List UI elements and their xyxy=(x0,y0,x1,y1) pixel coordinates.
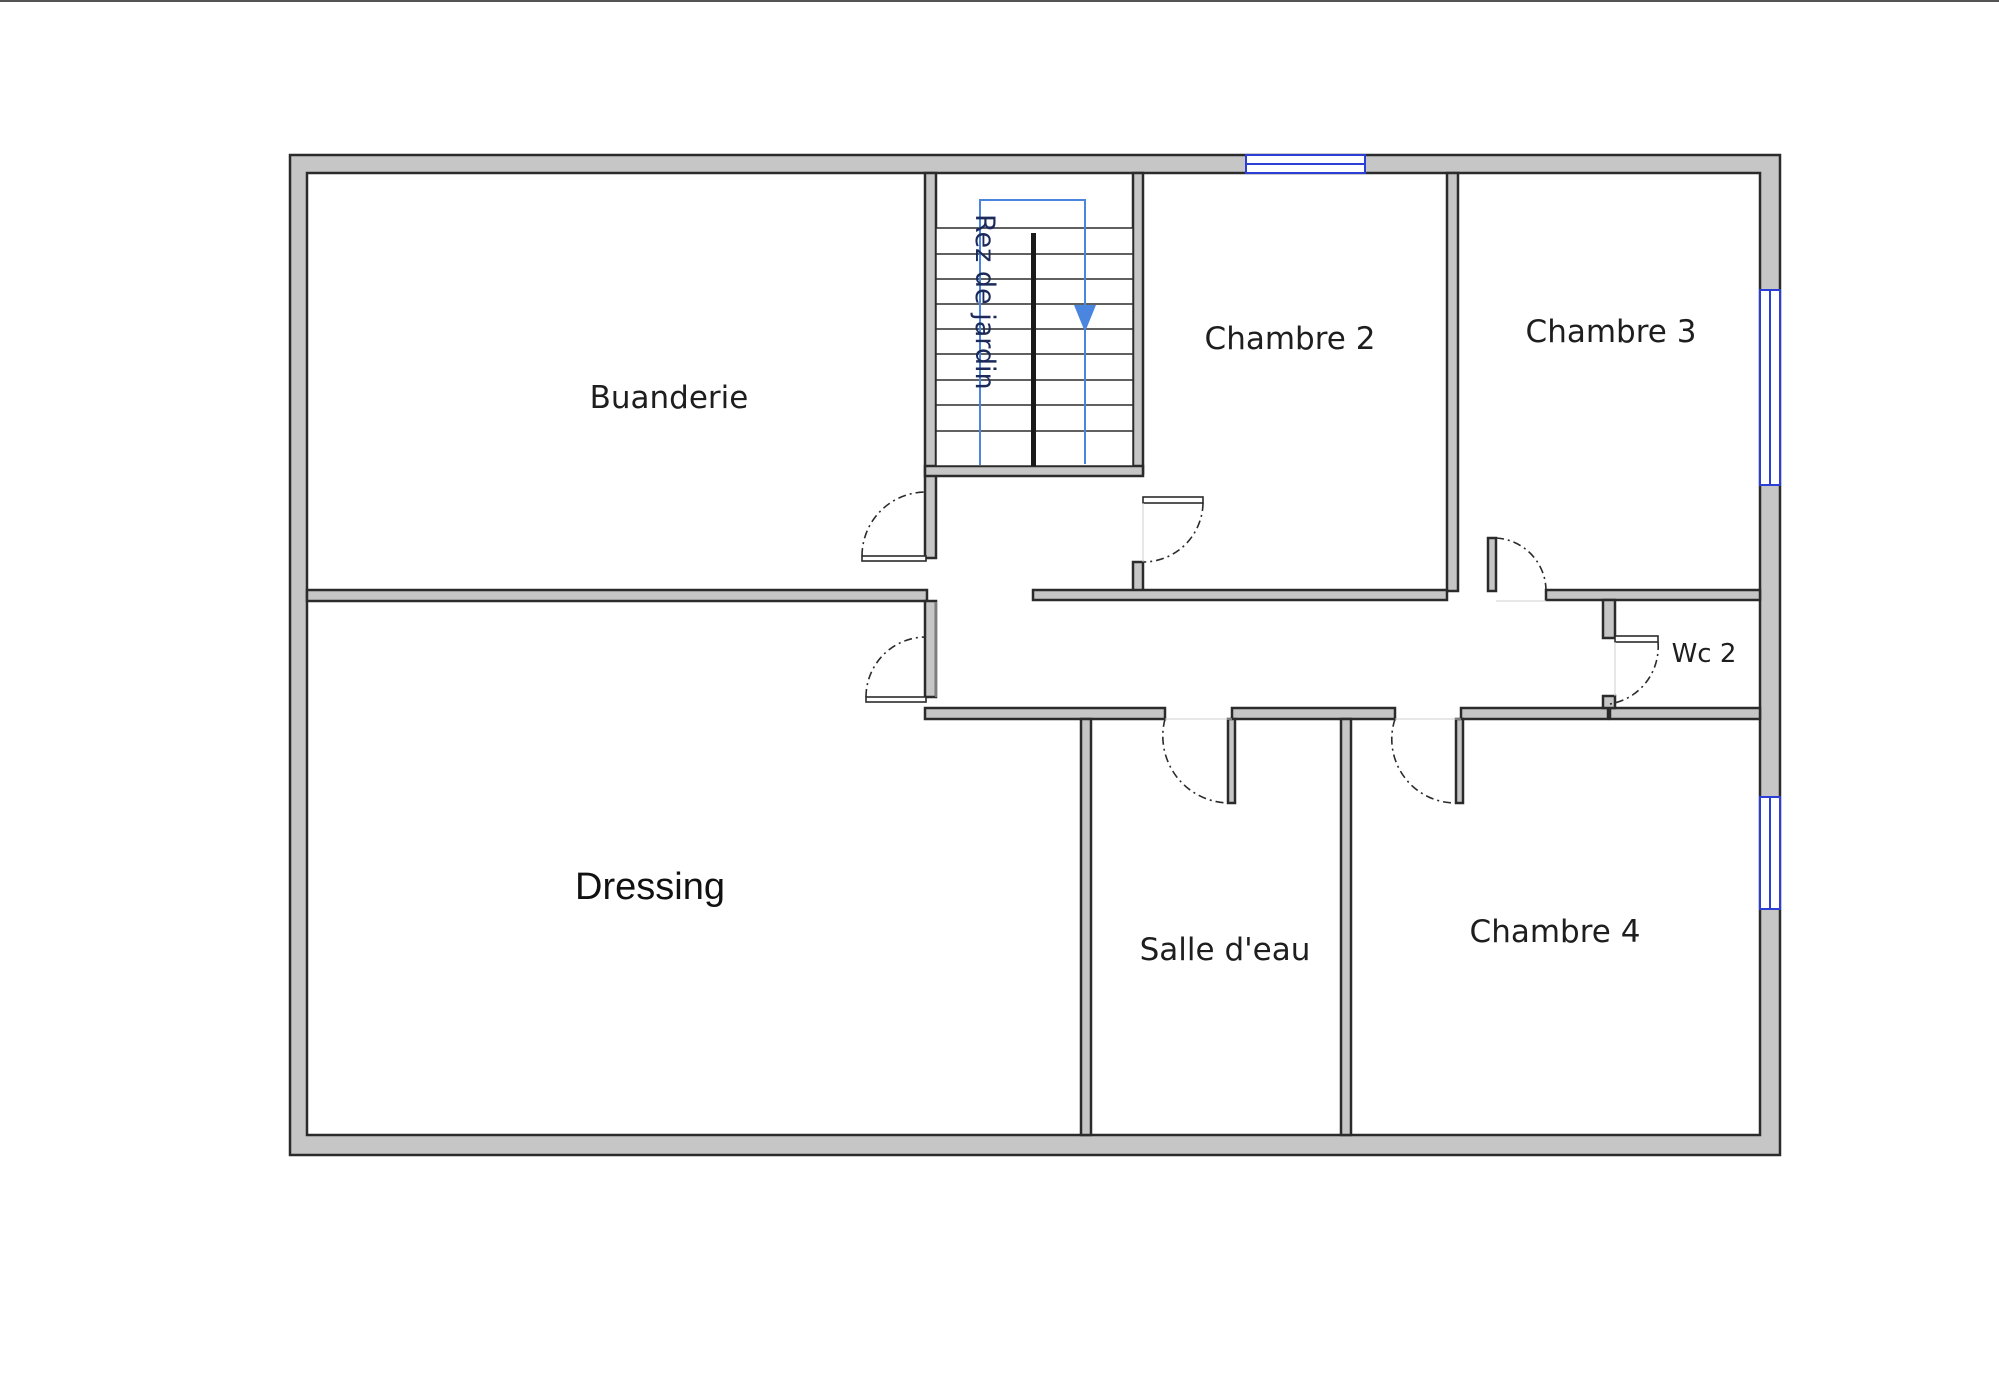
door-wc2 xyxy=(1614,635,1659,643)
door-buanderie xyxy=(861,555,927,562)
room-label-chambre-3: Chambre 3 xyxy=(1526,314,1697,350)
windows xyxy=(1245,154,1781,910)
room-label-dressing: Dressing xyxy=(575,866,725,908)
wall-chambre4-door-stub xyxy=(1454,717,1465,805)
room-labels: Buanderie Chambre 2 Chambre 3 Wc 2 Dress… xyxy=(575,314,1736,968)
door-salle-swing xyxy=(1162,718,1231,804)
room-label-wc-2: Wc 2 xyxy=(1672,639,1737,669)
interior-walls xyxy=(305,171,1762,1137)
door-dressing xyxy=(865,696,927,703)
wall-salle-chambre4 xyxy=(1339,717,1353,1137)
wall-dressing-salle xyxy=(1079,717,1093,1137)
wall-chambre2-left-lower xyxy=(1131,560,1145,593)
door-dressing-swing xyxy=(865,636,927,698)
wall-corridor-bottom-2 xyxy=(1230,706,1397,721)
room-label-buanderie: Buanderie xyxy=(590,380,749,416)
door-buanderie-swing xyxy=(861,491,927,557)
door-chambre4-swing xyxy=(1390,718,1459,804)
wall-buanderie-dressing xyxy=(305,588,929,603)
wall-chambre3-door-stub xyxy=(1486,536,1498,593)
stair-label: Rez de jardin xyxy=(969,214,1000,390)
room-label-chambre-2: Chambre 2 xyxy=(1205,321,1376,357)
door-chambre2-swing xyxy=(1142,502,1204,563)
doors xyxy=(861,491,1659,804)
door-thresholds xyxy=(935,503,1616,720)
wall-dressing-jamb xyxy=(923,599,938,699)
staircase: Rez de jardin xyxy=(935,199,1134,467)
wall-stair-bottom xyxy=(923,464,1145,478)
wall-corridor-bottom-4 xyxy=(1608,706,1762,721)
wall-stair-right xyxy=(1131,171,1145,475)
wall-chambre2-chambre3 xyxy=(1445,171,1460,593)
wall-corridor-top xyxy=(1031,588,1449,602)
wall-corridor-bottom-3 xyxy=(1459,706,1610,721)
stair-center-rail xyxy=(1031,233,1036,466)
room-label-salle-deau: Salle d'eau xyxy=(1140,932,1311,968)
wall-buanderie-right xyxy=(923,171,938,560)
stair-arrow-icon xyxy=(1074,305,1096,332)
wall-wc2-left-lower xyxy=(1601,694,1617,710)
door-chambre3-swing xyxy=(1495,537,1547,591)
wall-corridor-top-right xyxy=(1544,588,1762,602)
room-label-chambre-4: Chambre 4 xyxy=(1470,914,1641,950)
wall-wc2-left xyxy=(1601,598,1617,640)
wall-corridor-bottom-1 xyxy=(923,706,1167,721)
door-chambre2 xyxy=(1142,496,1204,504)
wall-salle-door-stub xyxy=(1226,717,1237,805)
door-wc2-swing xyxy=(1609,641,1659,705)
